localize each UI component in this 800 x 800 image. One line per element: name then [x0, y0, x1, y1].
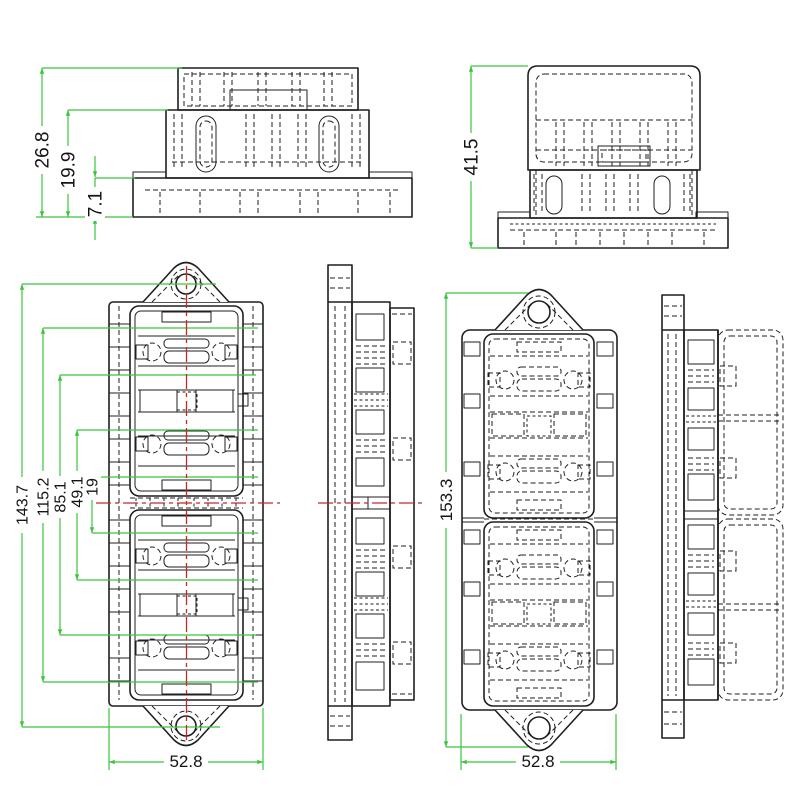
- side-strip-segments: [109, 323, 263, 682]
- dimension-group-front-open: 143.7 115.2 85.1 49.1 19 52.8: [13, 283, 264, 771]
- dim-label-width-open: 52.8: [164, 752, 208, 771]
- view-profile-covered: [661, 294, 784, 739]
- base-plate: [497, 217, 729, 249]
- svg-text:52.8: 52.8: [169, 752, 202, 771]
- cover: [527, 65, 701, 171]
- guide-slot: [195, 115, 217, 173]
- dim-label-hole-span: 143.7: [13, 477, 32, 533]
- svg-text:85.1: 85.1: [53, 481, 70, 512]
- svg-text:49.1: 49.1: [70, 476, 87, 507]
- dimension-group-side-covered: 41.5: [461, 65, 528, 249]
- mounting-tab-bottom: [494, 709, 584, 752]
- dim-label-width-covered: 52.8: [516, 752, 560, 771]
- dimension-group-front-covered: 153.3 52.8: [437, 292, 617, 771]
- mounting-tab-top: [142, 261, 230, 303]
- dim-label-chain-5: 19: [83, 474, 102, 500]
- view-profile-open: [327, 264, 415, 741]
- svg-text:26.8: 26.8: [33, 132, 54, 169]
- view-side-elevation-covered: [497, 65, 729, 249]
- back-plate-edge: [661, 294, 685, 739]
- svg-text:115.2: 115.2: [36, 477, 53, 516]
- profile-module-1: [685, 339, 717, 501]
- covered-module-1: [483, 333, 595, 519]
- dimension-group-side-open: 26.8 19.9 7.1: [32, 67, 182, 240]
- svg-text:41.5: 41.5: [462, 139, 483, 176]
- svg-text:7.1: 7.1: [86, 191, 107, 217]
- housing-profile-front: [389, 307, 415, 701]
- housing-profile: [351, 301, 391, 707]
- dim-label-chain-2: 115.2: [34, 471, 53, 523]
- view-front-covered: [461, 288, 618, 752]
- profile-module-2: [685, 524, 717, 686]
- mounting-hole-top: [527, 300, 551, 324]
- covered-module-2: [483, 521, 595, 707]
- fuse-module-2: [129, 509, 249, 701]
- mounting-tab-top: [494, 288, 584, 331]
- cover-profile-1: [717, 329, 784, 516]
- side-strip-tabs: [462, 341, 617, 665]
- guide-slot: [318, 115, 340, 173]
- dim-label-body-height: 19.9: [58, 146, 80, 194]
- top-notch: [229, 89, 308, 110]
- profile-module-2: [353, 517, 389, 691]
- centerlines: [96, 266, 422, 744]
- dim-label-chain-3: 85.1: [51, 476, 70, 518]
- dim-label-overall-height: 153.3: [437, 472, 456, 528]
- svg-text:19.9: 19.9: [59, 152, 80, 189]
- dim-label-base-height: 7.1: [85, 187, 107, 221]
- view-side-elevation-open: [132, 67, 413, 218]
- housing-profile: [683, 329, 719, 701]
- dim-label-chain-4: 49.1: [68, 471, 87, 513]
- module-junction: [130, 497, 243, 509]
- dim-label-total-height: 26.8: [32, 126, 54, 174]
- base-plate: [132, 177, 413, 218]
- mounting-hole-bottom: [527, 716, 551, 740]
- profile-module-1: [353, 313, 389, 487]
- fuse-module-1: [129, 305, 249, 497]
- dim-label-cover-height: 41.5: [461, 133, 483, 181]
- svg-text:153.3: 153.3: [437, 479, 456, 522]
- svg-text:143.7: 143.7: [15, 485, 32, 525]
- svg-text:19: 19: [85, 478, 102, 496]
- svg-text:52.8: 52.8: [521, 752, 554, 771]
- housing-top: [177, 67, 359, 111]
